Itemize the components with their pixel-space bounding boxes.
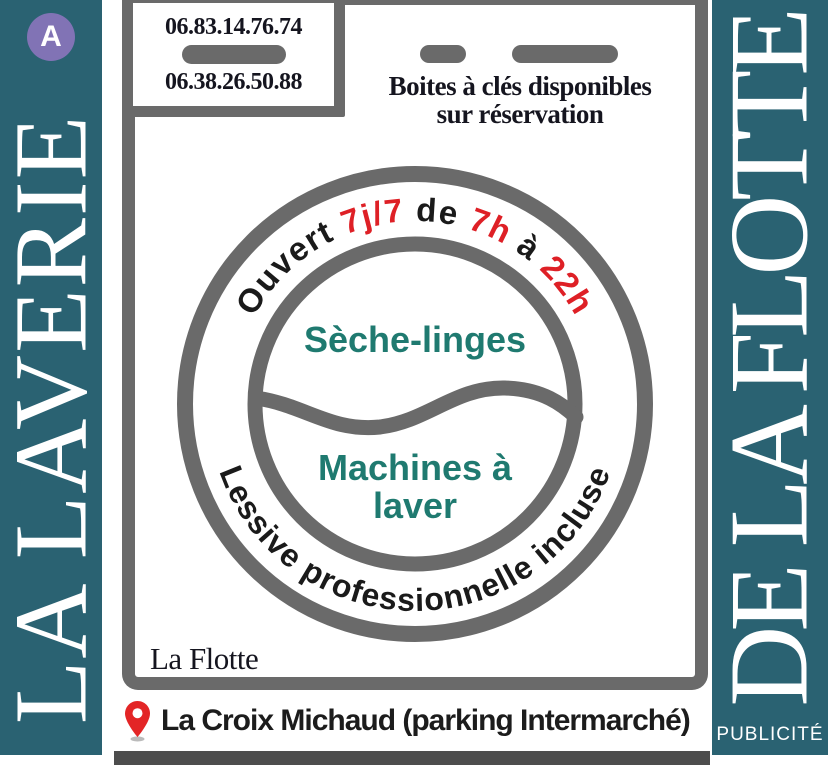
drawer-handle-bar (181, 45, 286, 64)
bottom-trim-bar (114, 751, 710, 765)
washers-label-line2: laver (373, 485, 457, 526)
control-button-large (512, 45, 618, 63)
address-label: La Croix Michaud (parking Intermarché) (161, 703, 691, 737)
washers-label-line1: Machines à (318, 447, 513, 488)
key-boxes-line1: Boites à clés disponibles (388, 71, 652, 101)
detergent-drawer: 06.83.14.76.74 06.38.26.50.88 (122, 0, 345, 117)
door-outer-ring (177, 166, 653, 642)
address-bar: La Croix Michaud (parking Intermarché) (114, 690, 710, 751)
washing-machine-frame (122, 0, 708, 690)
dryers-label: Sèche-linges (304, 319, 526, 360)
city-label: La Flotte (150, 641, 259, 676)
key-boxes-line2: sur réservation (436, 99, 604, 129)
location-pin-icon (125, 700, 150, 741)
open-hours-days: 7j/7 (336, 191, 406, 241)
left-banner: LA LAVERIE (0, 0, 109, 755)
right-banner: DE LA FLOTTE PUBLICITÉ (708, 0, 828, 755)
key-boxes-note: Boites à clés disponibles sur réservatio… (380, 72, 660, 128)
control-button-small (420, 45, 466, 63)
publicite-label: PUBLICITÉ (716, 724, 824, 745)
open-hours-word: de (404, 191, 475, 236)
a-badge-letter: A (40, 20, 62, 53)
phone-number-bottom: 06.38.26.50.88 (165, 69, 303, 95)
phone-number-top: 06.83.14.76.74 (165, 14, 303, 40)
a-badge: A (27, 13, 75, 61)
water-wave (248, 380, 584, 436)
